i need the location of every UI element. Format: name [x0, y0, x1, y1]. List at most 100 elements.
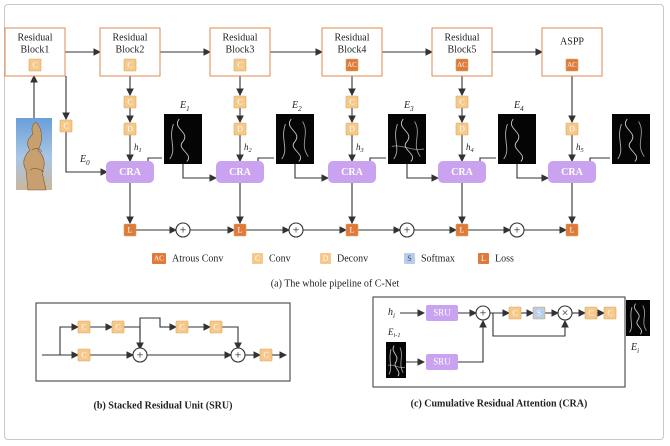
legend-label: Deconv	[337, 253, 368, 264]
label-h2: h2	[244, 142, 253, 154]
svg-text:D: D	[349, 124, 355, 133]
softmax-badge: S	[532, 306, 546, 320]
legend-item-softmax: S Softmax	[404, 253, 455, 264]
label-ei-1: Ei-1	[387, 327, 401, 339]
sru-block-bottom: SRU	[426, 354, 458, 370]
cra-block-1: CRA	[106, 161, 154, 183]
svg-text:L: L	[238, 225, 243, 234]
sum-node: +	[288, 222, 304, 238]
conv-badge-e0: C	[59, 119, 73, 133]
svg-text:L: L	[350, 225, 355, 234]
edge-to-cra-arrow	[516, 164, 550, 182]
block-subtitle: Block1	[21, 44, 50, 55]
sru-arrow	[42, 323, 80, 356]
cra-label: CRA	[451, 167, 473, 178]
edge-map-out	[626, 300, 650, 336]
cra-to-edge-arrow	[369, 157, 386, 161]
cra-to-edge-arrow	[147, 157, 162, 161]
label-h5: h5	[576, 142, 584, 154]
cra-conv-3: C	[603, 306, 617, 320]
cra-label: CRA	[561, 167, 583, 178]
edge-map-prev	[386, 342, 406, 378]
loss-badge: L	[123, 223, 137, 237]
svg-text:S: S	[407, 254, 411, 263]
input-image	[16, 118, 52, 191]
svg-text:+: +	[293, 222, 300, 236]
edge-map-2	[276, 114, 314, 164]
legend-label: Atrous Conv	[172, 253, 223, 264]
block-subtitle: Block4	[338, 44, 367, 55]
caption-b: (b) Stacked Residual Unit (SRU)	[94, 400, 233, 411]
cra-panel	[372, 296, 626, 388]
cra-label: CRA	[341, 167, 363, 178]
edge-map-5	[612, 114, 650, 164]
block-badge-ac: AC	[565, 58, 579, 72]
legend-label: Softmax	[421, 253, 455, 264]
svg-text:C: C	[588, 308, 593, 317]
sru-conv-5: C	[209, 320, 223, 334]
edge-to-cra-arrow	[182, 164, 218, 182]
svg-text:C: C	[115, 322, 120, 331]
svg-text:AC: AC	[154, 255, 164, 263]
cra-conv-2: C	[584, 306, 598, 320]
cra-sum: +	[475, 305, 491, 321]
block-title: Residual	[18, 32, 53, 43]
svg-text:D: D	[569, 124, 575, 133]
sru-conv-6: C	[259, 348, 273, 362]
loss-badge: L	[345, 223, 359, 237]
block-subtitle: Block3	[226, 44, 255, 55]
svg-text:AC: AC	[457, 61, 467, 69]
legend-label: Conv	[269, 253, 291, 264]
svg-text:D: D	[127, 124, 133, 133]
cra-block-3: CRA	[328, 161, 376, 183]
label-h3: h3	[356, 142, 364, 154]
cra-label: CRA	[119, 167, 141, 178]
block-badge-ac: AC	[345, 58, 359, 72]
svg-text:C: C	[213, 322, 218, 331]
sru-label: SRU	[433, 357, 451, 367]
svg-text:C: C	[127, 60, 132, 69]
e0-arrow	[65, 132, 109, 176]
svg-text:L: L	[460, 225, 465, 234]
edge-to-cra-arrow	[294, 164, 330, 182]
sru-arrow	[124, 326, 144, 351]
loss-badge: L	[233, 223, 247, 237]
svg-text:+: +	[514, 222, 521, 236]
legend-item-loss: L Loss	[478, 253, 514, 264]
deconv-badge-side: D	[233, 122, 247, 136]
sru-arrow	[222, 326, 242, 351]
legend-item-deconv: D Deconv	[320, 253, 368, 264]
svg-text:C: C	[179, 322, 184, 331]
svg-text:C: C	[263, 350, 268, 359]
conv-badge-side: C	[345, 95, 359, 109]
svg-text:S: S	[537, 308, 541, 317]
label-e1: E1	[179, 100, 190, 112]
figure-frame	[4, 4, 664, 440]
legend-label: Loss	[495, 253, 514, 264]
sru-panel	[35, 302, 291, 382]
label-hi: hi	[388, 307, 395, 319]
block-title: Residual	[113, 32, 148, 43]
loss-badge: L	[455, 223, 469, 237]
block-badge-ac: AC	[455, 58, 469, 72]
svg-text:C: C	[255, 254, 260, 263]
sum-node: +	[399, 222, 415, 238]
block-subtitle: Block5	[448, 44, 477, 55]
svg-text:L: L	[128, 225, 133, 234]
sru-conv-1: C	[77, 320, 91, 334]
legend-item-atrous-conv: AC Atrous Conv	[152, 253, 223, 264]
edge-map-1	[164, 114, 202, 164]
svg-text:C: C	[127, 97, 132, 106]
cra-block-4: CRA	[438, 161, 486, 183]
svg-text:D: D	[323, 254, 329, 263]
svg-text:C: C	[32, 60, 37, 69]
svg-text:L: L	[481, 254, 486, 263]
svg-text:C: C	[607, 308, 612, 317]
cra-block-5: CRA	[548, 161, 596, 183]
conv-badge-side: C	[455, 95, 469, 109]
cra-to-edge-arrow	[479, 157, 496, 161]
block-badge-c: C	[28, 58, 42, 72]
sum-node: +	[175, 222, 191, 238]
cra-to-edge-arrow	[257, 157, 274, 161]
